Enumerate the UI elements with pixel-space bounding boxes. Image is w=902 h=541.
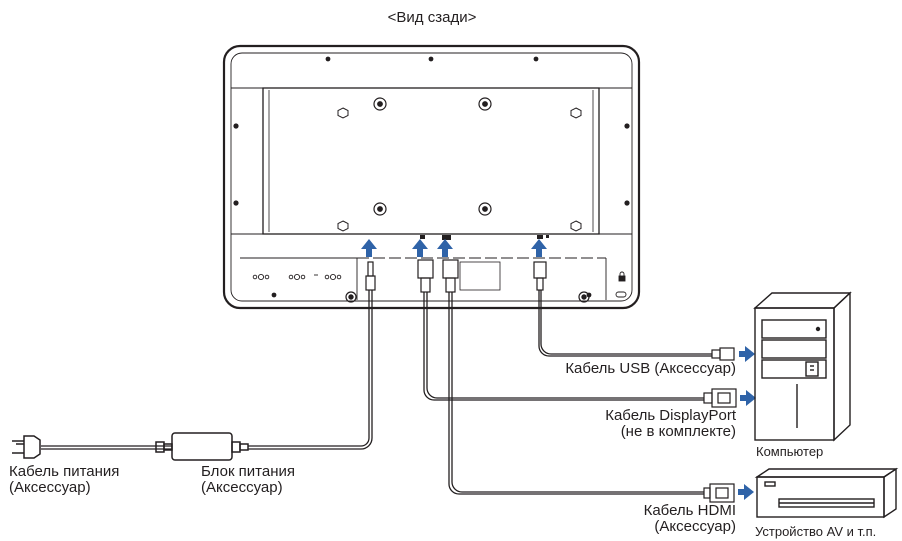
- insert-arrows: [361, 239, 547, 257]
- displayport-cable-label: Кабель DisplayPort (не в комплекте): [605, 407, 736, 440]
- computer-tower: [753, 291, 852, 442]
- av-device: [754, 467, 899, 519]
- monitor-screws: [233, 56, 630, 298]
- diagram-title: <Вид сзади>: [387, 9, 477, 26]
- usb-cable-label: Кабель USB (Аксессуар): [565, 360, 736, 377]
- vesa-mounts: [337, 97, 590, 303]
- power-cable-label: Кабель питания (Аксессуар): [9, 463, 120, 496]
- connect-arrows: [738, 346, 756, 500]
- av-device-label: Устройство AV и т.п.: [755, 524, 877, 539]
- monitor-buttons: [252, 271, 627, 298]
- monitor-plugs: [365, 259, 547, 293]
- power-adapter-label: Блок питания (Аксессуар): [201, 463, 295, 496]
- hdmi-cable-label: Кабель HDMI (Аксессуар): [643, 502, 736, 535]
- cables: [41, 290, 712, 495]
- cable-end-plugs: [703, 347, 737, 503]
- power-adapter: [155, 432, 249, 461]
- port-markers: [420, 235, 549, 240]
- wall-plug: [12, 435, 41, 459]
- monitor-rear: [222, 44, 641, 310]
- computer-label: Компьютер: [756, 444, 824, 459]
